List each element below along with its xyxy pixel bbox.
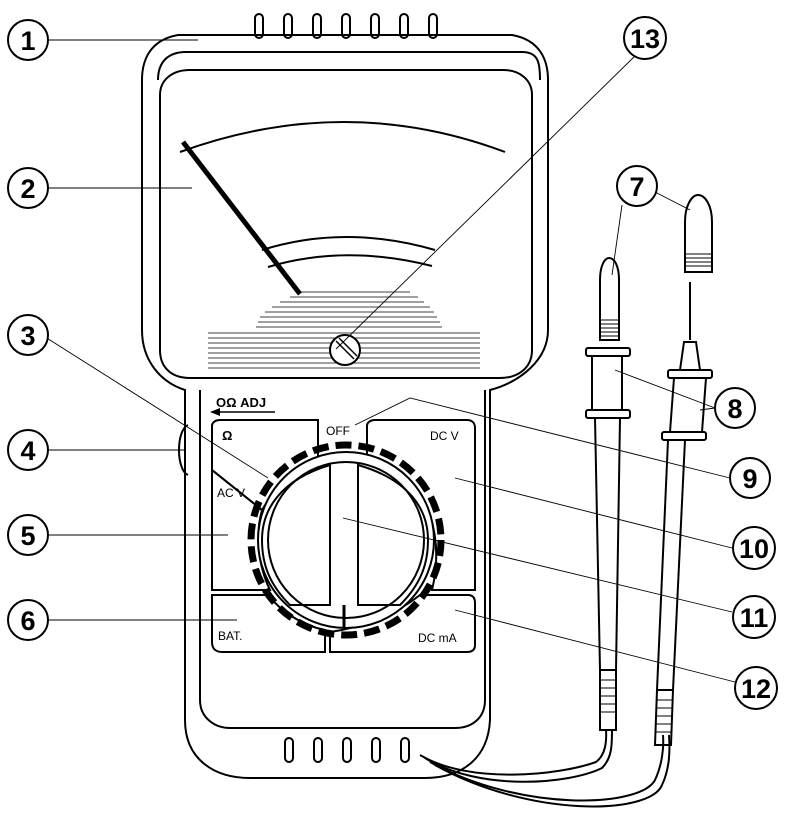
meter-case <box>141 13 549 779</box>
zero-adjust-screw[interactable] <box>329 334 361 366</box>
callout-8: 8 <box>714 387 756 429</box>
callout-8-number: 8 <box>727 394 742 424</box>
callout-6-number: 6 <box>20 606 35 636</box>
leader-lines <box>41 39 736 683</box>
callout-11: 11 <box>732 595 776 639</box>
dc-v-label: DC V <box>430 429 459 443</box>
rotary-switch[interactable] <box>247 441 445 639</box>
callout-1: 1 <box>7 19 49 61</box>
callout-9-number: 9 <box>742 464 757 494</box>
callout-2-number: 2 <box>20 174 35 204</box>
callout-13: 13 <box>623 16 667 60</box>
dc-ma-label: DC mA <box>418 631 457 645</box>
meter-scale <box>179 121 506 296</box>
callout-3: 3 <box>7 314 49 356</box>
callout-5: 5 <box>7 514 49 556</box>
ohm-range-label: Ω <box>222 428 232 443</box>
callout-7-number: 7 <box>629 172 644 202</box>
callout-5-number: 5 <box>20 521 35 551</box>
bat-label: BAT. <box>218 629 242 643</box>
bottom-grip <box>284 737 410 763</box>
callout-4: 4 <box>7 429 49 471</box>
meter-needle <box>181 140 302 296</box>
callout-11-number: 11 <box>740 603 769 633</box>
test-lead-left <box>585 256 631 731</box>
callout-4-number: 4 <box>20 436 35 466</box>
callout-9: 9 <box>729 457 771 499</box>
callout-12: 12 <box>734 666 778 710</box>
ohm-adj-label: OΩ ADJ <box>216 395 266 410</box>
callout-12-number: 12 <box>741 674 771 704</box>
callout-13-number: 13 <box>630 24 660 54</box>
callout-2: 2 <box>7 167 49 209</box>
callout-3-number: 3 <box>20 321 35 351</box>
callout-10: 10 <box>732 526 776 570</box>
top-grip <box>254 13 438 39</box>
probe-cap <box>684 193 713 273</box>
test-lead-right <box>653 282 713 746</box>
off-label: OFF <box>326 424 350 438</box>
panel-labels: OΩ ADJ Ω OFF DC V AC V BAT. DC mA <box>210 395 459 645</box>
callout-10-number: 10 <box>739 534 769 564</box>
callout-7: 7 <box>616 165 658 207</box>
test-lead-cables <box>419 729 671 808</box>
callout-1-number: 1 <box>20 26 35 56</box>
callout-6: 6 <box>7 599 49 641</box>
ac-v-label: AC V <box>217 486 245 500</box>
